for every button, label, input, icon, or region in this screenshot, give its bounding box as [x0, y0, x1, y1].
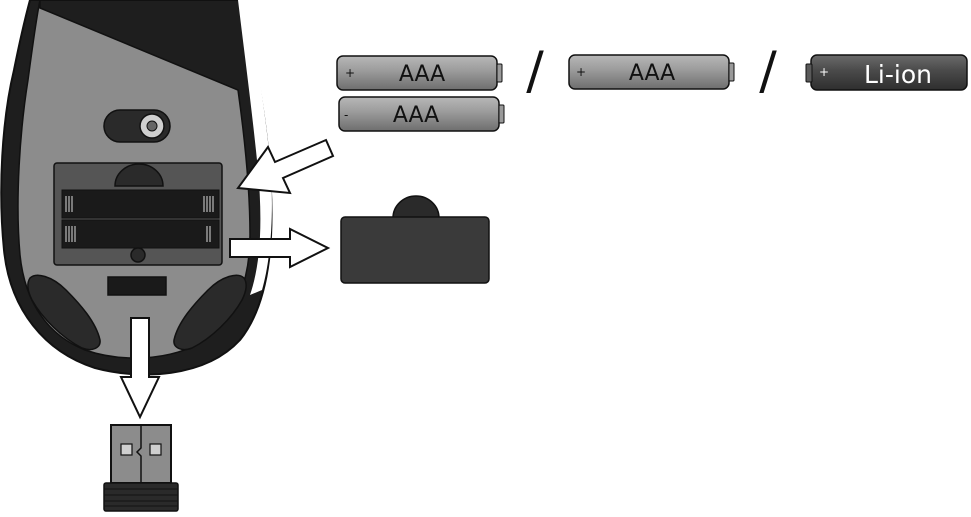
- battery-aaa-1: + AAA: [336, 55, 503, 91]
- battery-aaa-2: - AAA: [338, 96, 505, 132]
- battery-label: AAA: [399, 62, 445, 87]
- arrow-icon-insert-batteries: [236, 138, 335, 195]
- separator-slash: /: [526, 41, 544, 101]
- mouse-foot-left: [27, 274, 101, 351]
- battery-polarity: +: [576, 65, 586, 79]
- battery-polarity: -: [344, 108, 348, 122]
- battery-polarity: +: [819, 65, 829, 79]
- separator-slash: /: [759, 41, 777, 101]
- battery-label: AAA: [629, 61, 675, 86]
- arrow-icon-remove-cover: [229, 227, 331, 269]
- battery-label: Li-ion: [864, 60, 932, 89]
- mouse-foot-right: [173, 274, 247, 351]
- battery-aaa-3: + AAA: [568, 54, 735, 90]
- mouse-side-highlight: [238, 0, 272, 295]
- battery-li-ion: + Li-ion: [805, 54, 968, 91]
- usb-receiver-icon: [103, 424, 179, 512]
- battery-polarity: +: [345, 66, 355, 80]
- battery-compartment: [53, 162, 223, 266]
- battery-label: AAA: [393, 103, 439, 128]
- mouse-bottom-view: [0, 0, 273, 376]
- power-switch-icon: [103, 109, 171, 143]
- receiver-slot: [107, 276, 167, 296]
- battery-cover-icon: [340, 195, 490, 284]
- arrow-icon-remove-receiver: [119, 317, 161, 420]
